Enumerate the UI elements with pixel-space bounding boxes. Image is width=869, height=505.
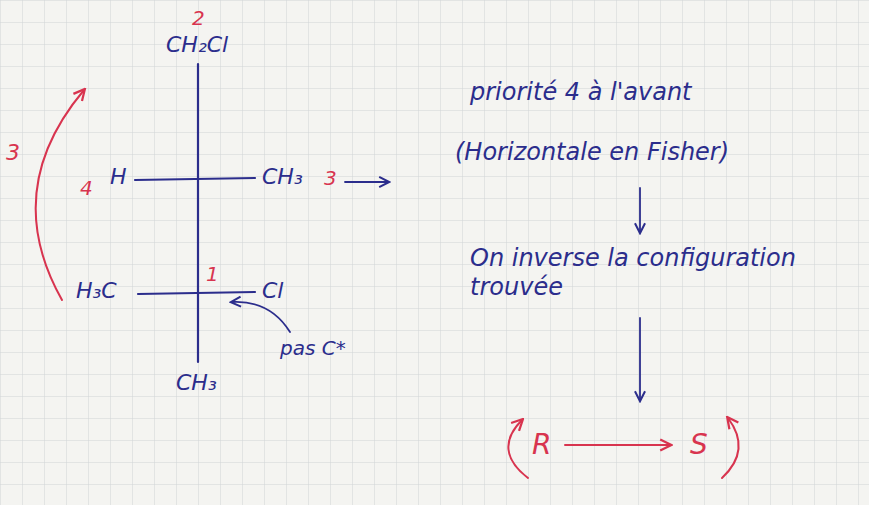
- priority-number: 3: [6, 140, 20, 166]
- substituent-formula: H: [110, 164, 127, 190]
- step-arrow: [639, 318, 641, 400]
- rotation-arrow: [722, 418, 739, 478]
- substituent-formula: CH₃: [262, 164, 303, 190]
- step-arrow: [639, 188, 641, 232]
- note-text: (Horizontale en Fisher): [455, 138, 729, 167]
- substituent-formula: CH₂Cl: [166, 32, 228, 58]
- pointer-arrow: [232, 302, 290, 332]
- conversion-arrow: [565, 444, 670, 446]
- priority-number: 2: [192, 6, 205, 30]
- priority-number: 1: [206, 262, 219, 286]
- note-text: priorité 4 à l'avant: [470, 78, 692, 107]
- rotation-arrow: [36, 90, 84, 300]
- note-text: On inverse la configuration trouvée: [470, 244, 850, 302]
- rotation-arrow: [508, 420, 528, 478]
- configuration-letter: S: [690, 428, 708, 462]
- substituent-formula: H₃C: [76, 278, 117, 304]
- step-arrow: [345, 181, 388, 183]
- priority-number: 3: [324, 166, 337, 190]
- vertical-bond: [197, 64, 199, 362]
- configuration-letter: R: [532, 428, 551, 462]
- priority-number: 4: [80, 176, 93, 200]
- note-text: pas C*: [280, 336, 346, 360]
- horizontal-bond: [138, 292, 255, 294]
- substituent-formula: Cl: [262, 278, 283, 304]
- horizontal-bond: [135, 178, 255, 180]
- substituent-formula: CH₃: [176, 370, 217, 396]
